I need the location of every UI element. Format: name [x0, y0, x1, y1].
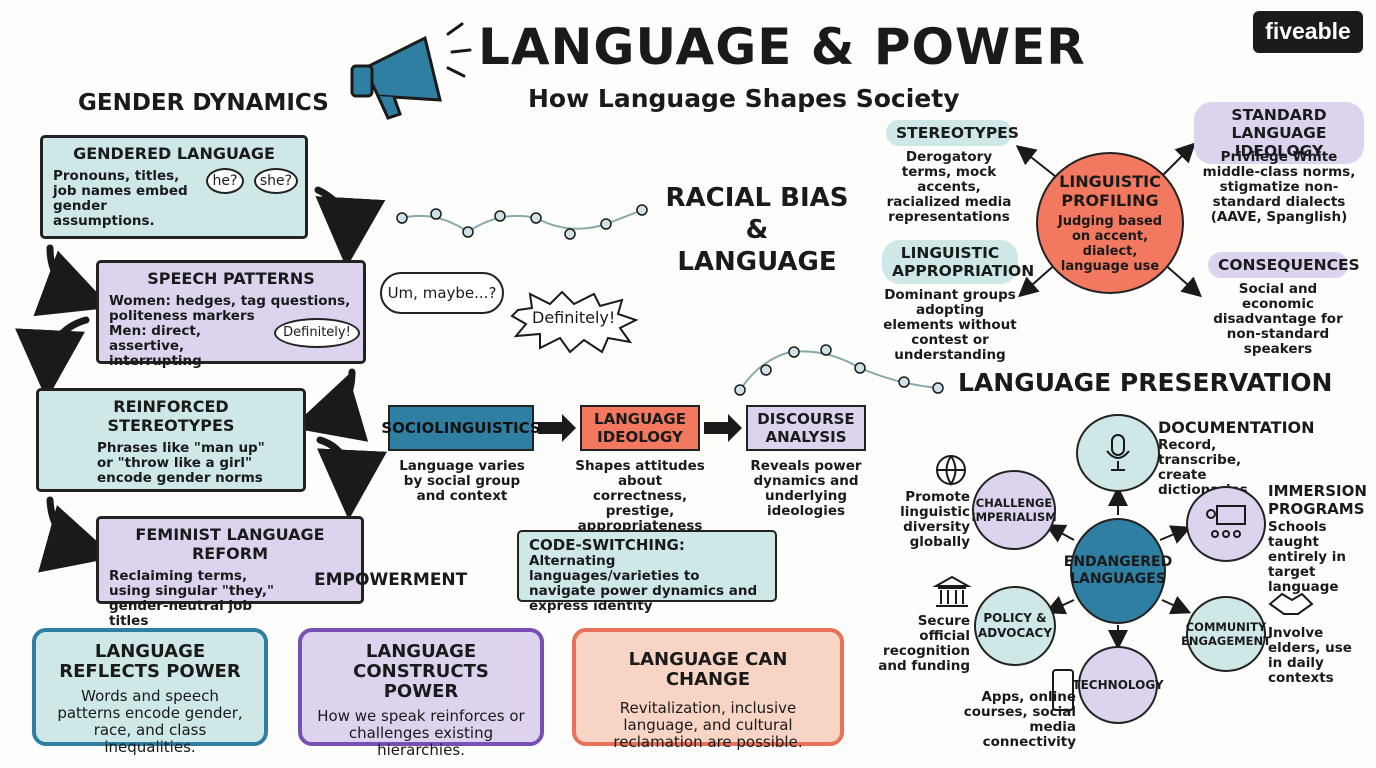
card-language-constructs-power: LANGUAGE CONSTRUCTS POWER How we speak r…: [298, 628, 544, 759]
flow-discourse-analysis-caption: Reveals power dynamics and underlying id…: [750, 458, 862, 519]
feminist-language-reform-title: FEMINIST LANGUAGE REFORM: [135, 525, 325, 563]
reinforced-stereotypes-text: Phrases like "man up" or "throw like a g…: [97, 440, 265, 486]
immersion-title: IMMERSION PROGRAMS: [1268, 482, 1367, 518]
racial-bias-heading: RACIAL BIAS & LANGUAGE: [665, 183, 849, 277]
standard-language-ideology-text: Privilege White middle-class norms, stig…: [1202, 149, 1356, 225]
consequences-text: Social and economic disadvantage for non…: [1213, 281, 1343, 357]
challenge-imperialism-circle: CHALLENGE IMPERIALISM: [971, 470, 1057, 550]
code-switching-text: Alternating languages/varieties to navig…: [529, 553, 758, 614]
gendered-language-title: GENDERED LANGUAGE: [73, 144, 275, 163]
linguistic-appropriation-text: Dominant groups adopting elements withou…: [883, 287, 1017, 363]
policy-advocacy-text: Secure official recognition and funding: [878, 613, 970, 674]
definitely-burst-shape: [510, 290, 639, 354]
card-language-can-change-text: Revitalization, inclusive language, and …: [613, 699, 803, 751]
handshake-icon: [1268, 592, 1314, 615]
linguistic-profiling-title: LINGUISTIC PROFILING: [1059, 172, 1161, 210]
reinforced-stereotypes-card: REINFORCED STEREOTYPES Phrases like "man…: [36, 388, 306, 492]
consequences-pill: CONSEQUENCES: [1208, 252, 1360, 278]
flow-sociolinguistics-caption: Language varies by social group and cont…: [399, 458, 525, 504]
code-switching-card: CODE-SWITCHING: Alternating languages/va…: [517, 530, 777, 614]
stereotypes-text: Derogatory terms, mock accents, racializ…: [886, 149, 1012, 225]
feminist-language-reform-card: FEMINIST LANGUAGE REFORM Reclaiming term…: [96, 516, 364, 629]
globe-icon: [936, 455, 966, 486]
card-language-can-change: LANGUAGE CAN CHANGE Revitalization, incl…: [572, 628, 844, 751]
smartphone-icon: [1052, 669, 1074, 711]
flow-arrows: [538, 414, 742, 442]
empowerment-label: EMPOWERMENT: [314, 570, 468, 590]
linguistic-profiling-text: Judging based on accent, dialect, langua…: [1057, 214, 1163, 274]
documentation-circle: [1076, 414, 1160, 492]
challenge-imperialism-text: Promote linguistic diversity globally: [900, 489, 970, 550]
um-maybe-bubble: Um, maybe...?: [380, 272, 504, 314]
speech-patterns-women: Women: hedges, tag questions, politeness…: [109, 293, 351, 324]
immersion-circle: [1186, 486, 1266, 562]
stereotypes-pill: STEREOTYPES: [886, 120, 1019, 146]
classroom-icon: [1206, 505, 1246, 538]
policy-advocacy-circle: POLICY & ADVOCACY: [974, 586, 1056, 666]
card-language-constructs-power-text: How we speak reinforces or challenges ex…: [317, 707, 525, 759]
immersion-text: Schools taught entirely in target langua…: [1268, 519, 1347, 595]
feminist-language-reform-text: Reclaiming terms, using singular "they,"…: [109, 568, 275, 629]
flow-sociolinguistics: SOCIOLINGUISTICS: [381, 405, 541, 451]
he-speech-bubble: he?: [206, 168, 244, 194]
linguistic-appropriation-pill: LINGUISTIC APPROPRIATION: [882, 240, 1034, 284]
gender-dynamics-heading: GENDER DYNAMICS: [78, 90, 329, 116]
reinforced-stereotypes-title: REINFORCED STEREOTYPES: [107, 397, 235, 435]
community-engagement-circle: COMMUNITY ENGAGEMENT: [1181, 596, 1271, 672]
she-speech-bubble: she?: [254, 168, 298, 194]
standard-language-ideology-pill: STANDARD LANGUAGE IDEOLOGY: [1194, 102, 1364, 164]
code-switching-term: CODE-SWITCHING:: [529, 536, 685, 554]
page-subtitle: How Language Shapes Society: [528, 84, 960, 113]
definitely-burst-bubble: Definitely!: [532, 308, 616, 327]
speech-patterns-card: SPEECH PATTERNS Women: hedges, tag quest…: [96, 260, 366, 369]
card-language-can-change-title: LANGUAGE CAN CHANGE: [628, 649, 788, 690]
endangered-languages-circle: ENDANGERED LANGUAGES: [1064, 518, 1172, 624]
fiveable-logo[interactable]: fiveable: [1253, 11, 1363, 53]
preservation-arrows: [1044, 486, 1192, 650]
page-title: LANGUAGE & POWER: [478, 18, 1086, 76]
flow-discourse-analysis: DISCOURSE ANALYSIS: [746, 405, 866, 451]
flow-language-ideology: LANGUAGE IDEOLOGY: [580, 405, 700, 451]
speech-patterns-men: Men: direct, assertive, interrupting: [109, 323, 202, 369]
definitely-small-bubble: Definitely!: [274, 318, 360, 348]
documentation-title: DOCUMENTATION: [1158, 418, 1315, 437]
card-language-reflects-power-text: Words and speech patterns encode gender,…: [57, 687, 243, 756]
language-preservation-heading: LANGUAGE PRESERVATION: [958, 368, 1333, 397]
speech-patterns-title: SPEECH PATTERNS: [147, 269, 315, 288]
community-engagement-text: Involve elders, use in daily contexts: [1268, 625, 1352, 686]
government-building-icon: [932, 575, 972, 607]
card-language-reflects-power: LANGUAGE REFLECTS POWER Words and speech…: [32, 628, 268, 756]
card-language-reflects-power-title: LANGUAGE REFLECTS POWER: [59, 641, 241, 682]
gendered-language-text: Pronouns, titles, job names embed gender…: [53, 168, 188, 229]
technology-text: Apps, online courses, social media conne…: [963, 689, 1076, 750]
card-language-constructs-power-title: LANGUAGE CONSTRUCTS POWER: [353, 641, 489, 702]
microphone-icon: [1106, 434, 1130, 471]
technology-circle: TECHNOLOGY: [1072, 646, 1164, 724]
megaphone-icon: [350, 22, 472, 120]
linguistic-profiling-circle: LINGUISTIC PROFILING Judging based on ac…: [1036, 152, 1184, 294]
flow-language-ideology-caption: Shapes attitudes about correctness, pres…: [575, 458, 705, 534]
